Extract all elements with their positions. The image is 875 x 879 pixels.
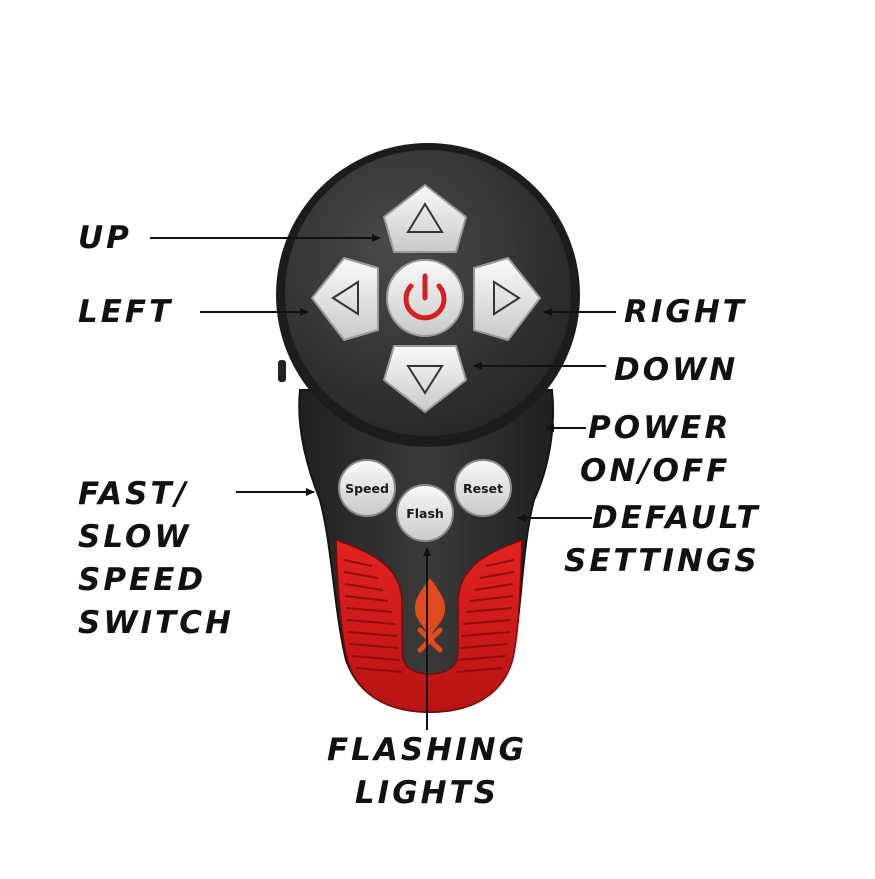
down-button[interactable] (383, 345, 467, 413)
reset-button[interactable]: Reset (454, 459, 512, 517)
red-grip (335, 538, 523, 713)
triangle-right-icon (493, 280, 521, 316)
flame-logo (414, 578, 446, 653)
speed-button-label: Speed (345, 481, 389, 496)
callout-right: RIGHT (624, 294, 747, 330)
triangle-up-icon (406, 202, 444, 233)
speed-button[interactable]: Speed (338, 459, 396, 517)
callout-flashing-lights: FLASHING LIGHTS (326, 732, 528, 811)
callout-down: DOWN (614, 352, 739, 388)
triangle-down-icon (406, 365, 444, 395)
side-power-switch[interactable] (278, 360, 286, 382)
flash-button-label: Flash (406, 506, 444, 521)
up-button[interactable] (383, 184, 467, 253)
flash-button[interactable]: Flash (396, 484, 454, 542)
callout-up: UP (78, 220, 132, 256)
power-button[interactable] (386, 259, 464, 337)
callout-speed-switch: FAST/ SLOW SPEED SWITCH (78, 476, 234, 641)
callout-left: LEFT (78, 294, 174, 330)
reset-button-label: Reset (463, 481, 503, 496)
triangle-left-icon (331, 280, 359, 316)
power-icon (403, 273, 447, 321)
left-button[interactable] (311, 257, 379, 341)
right-button[interactable] (473, 257, 541, 341)
